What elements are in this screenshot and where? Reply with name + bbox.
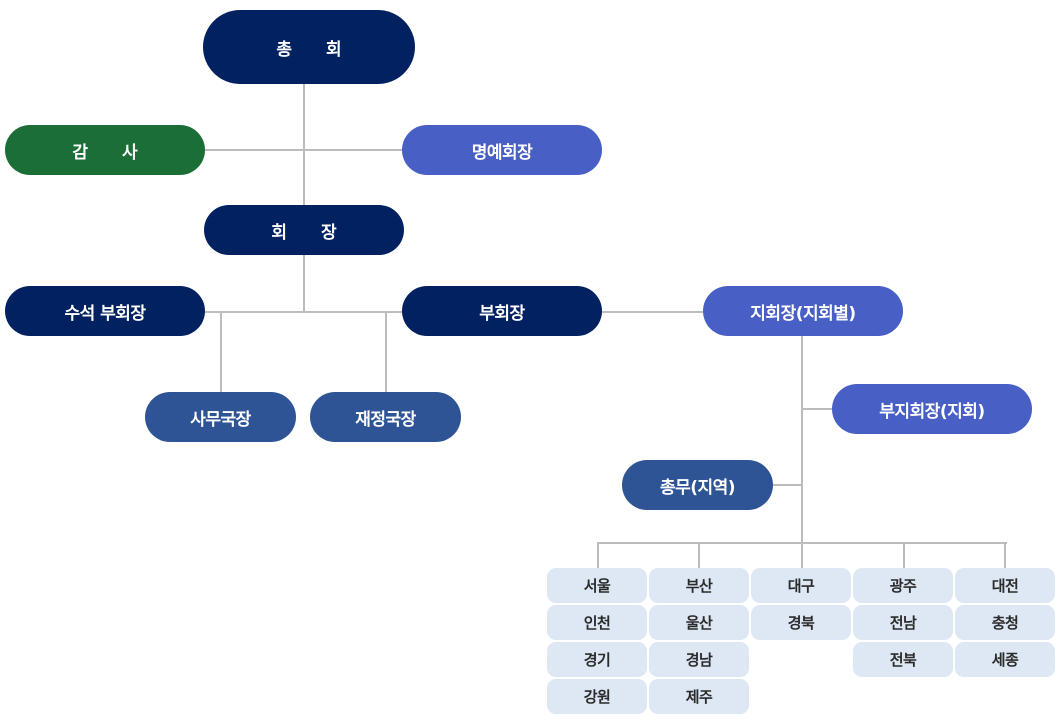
connector-line [801, 336, 803, 543]
region-cell: 강원 [547, 679, 647, 714]
region-cell: 경북 [751, 605, 851, 640]
connector-line [801, 408, 832, 410]
node-senior-vice-president: 수석 부회장 [5, 286, 205, 336]
node-branch-vice-president: 부지회장(지회) [832, 384, 1032, 434]
connector-line [1004, 542, 1006, 568]
node-honorary-president: 명예회장 [402, 125, 602, 175]
connector-line [303, 255, 305, 312]
connector-line [602, 311, 703, 313]
node-vice-president: 부회장 [402, 286, 602, 336]
region-cell: 전북 [853, 642, 953, 677]
node-branch-president: 지회장(지회별) [703, 286, 903, 336]
region-cell: 전남 [853, 605, 953, 640]
connector-line [597, 542, 599, 568]
connector-line [220, 311, 222, 392]
region-cell: 제주 [649, 679, 749, 714]
node-auditor: 감 사 [5, 125, 205, 175]
node-president: 회 장 [204, 205, 404, 255]
connector-line [801, 542, 803, 568]
connector-line [205, 149, 402, 151]
connector-line [698, 542, 700, 568]
connector-line [903, 542, 905, 568]
region-cell: 광주 [853, 568, 953, 603]
node-secretary-general: 사무국장 [145, 392, 296, 442]
region-cell: 인천 [547, 605, 647, 640]
region-cell: 경기 [547, 642, 647, 677]
region-cell: 서울 [547, 568, 647, 603]
node-finance-director: 재정국장 [310, 392, 461, 442]
connector-line [773, 484, 803, 486]
region-cell: 대구 [751, 568, 851, 603]
connector-line [205, 311, 402, 313]
region-cell: 세종 [955, 642, 1055, 677]
connector-line [303, 84, 305, 205]
region-cell: 울산 [649, 605, 749, 640]
node-regional-manager: 총무(지역) [622, 460, 773, 510]
region-cell: 충청 [955, 605, 1055, 640]
region-cell: 경남 [649, 642, 749, 677]
connector-line [385, 311, 387, 392]
region-cell: 부산 [649, 568, 749, 603]
node-general-assembly: 총 회 [203, 10, 415, 84]
region-cell: 대전 [955, 568, 1055, 603]
